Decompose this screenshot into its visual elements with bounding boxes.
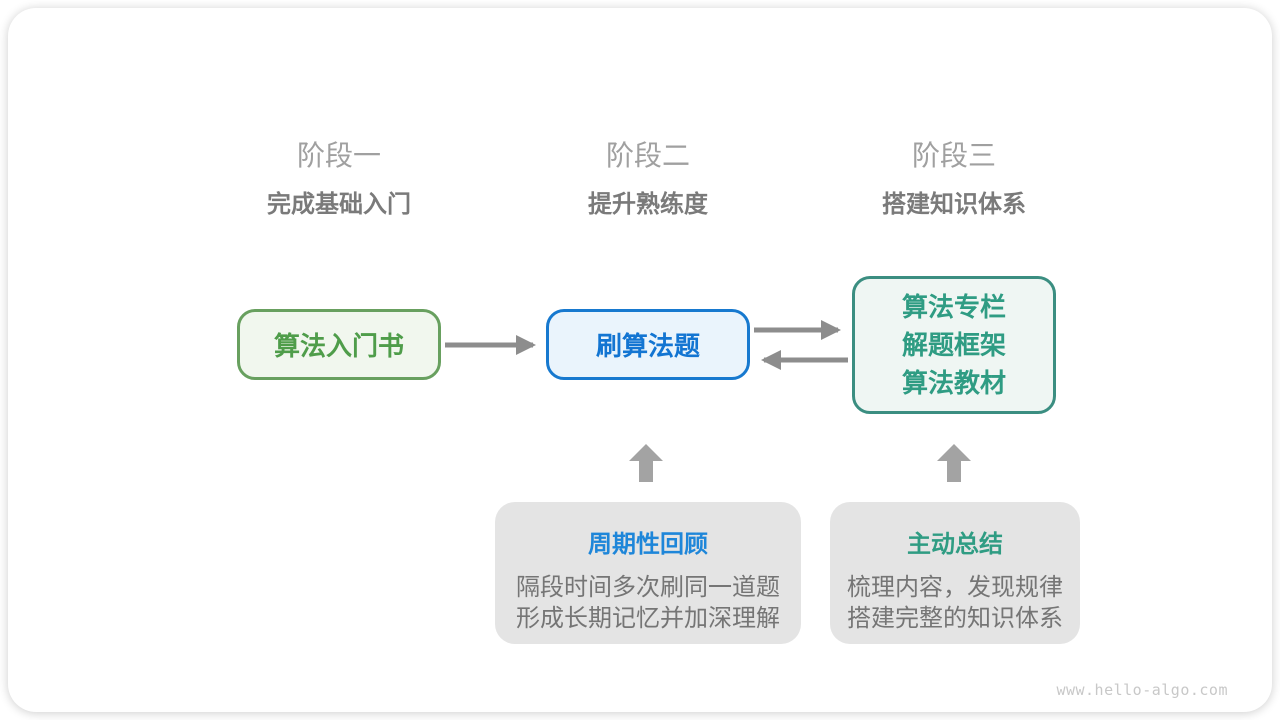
review-note-box: 周期性回顾 隔段时间多次刷同一道题 形成长期记忆并加深理解 (495, 502, 801, 644)
resources-line-3: 算法教材 (901, 368, 1006, 398)
intro-book-label: 算法入门书 (273, 331, 404, 361)
stage-2-subtitle: 提升熟练度 (588, 191, 708, 218)
intro-book-box: 算法入门书 (237, 309, 441, 380)
review-note-line-1: 隔段时间多次刷同一道题 (516, 574, 780, 601)
up-arrow-review-icon (629, 444, 663, 482)
resources-line-1: 算法专栏 (901, 292, 1006, 322)
up-arrow-summary-icon (937, 444, 971, 482)
summary-note-title: 主动总结 (907, 531, 1003, 558)
diagram-card: 阶段一 完成基础入门 阶段二 提升熟练度 阶段三 搭建知识体系 算法入门书 刷算… (8, 8, 1272, 712)
summary-note-line-2: 搭建完整的知识体系 (847, 605, 1063, 632)
review-note-title: 周期性回顾 (588, 531, 708, 558)
stage-3-subtitle: 搭建知识体系 (882, 191, 1026, 218)
watermark: www.hello-algo.com (1056, 681, 1228, 699)
review-note-line-2: 形成长期记忆并加深理解 (516, 605, 780, 632)
practice-label: 刷算法题 (595, 331, 700, 361)
stage-3-label: 阶段三 (911, 140, 997, 171)
resources-box: 算法专栏 解题框架 算法教材 (852, 276, 1056, 414)
stage-1-subtitle: 完成基础入门 (267, 191, 411, 218)
resources-line-2: 解题框架 (901, 330, 1006, 360)
summary-note-line-1: 梳理内容，发现规律 (847, 574, 1063, 601)
summary-note-box: 主动总结 梳理内容，发现规律 搭建完整的知识体系 (830, 502, 1080, 644)
review-note-body: 隔段时间多次刷同一道题 形成长期记忆并加深理解 (495, 572, 801, 634)
stage-2-label: 阶段二 (605, 140, 691, 171)
stage-1-label: 阶段一 (296, 140, 382, 171)
summary-note-body: 梳理内容，发现规律 搭建完整的知识体系 (830, 572, 1080, 634)
practice-box: 刷算法题 (546, 309, 750, 380)
